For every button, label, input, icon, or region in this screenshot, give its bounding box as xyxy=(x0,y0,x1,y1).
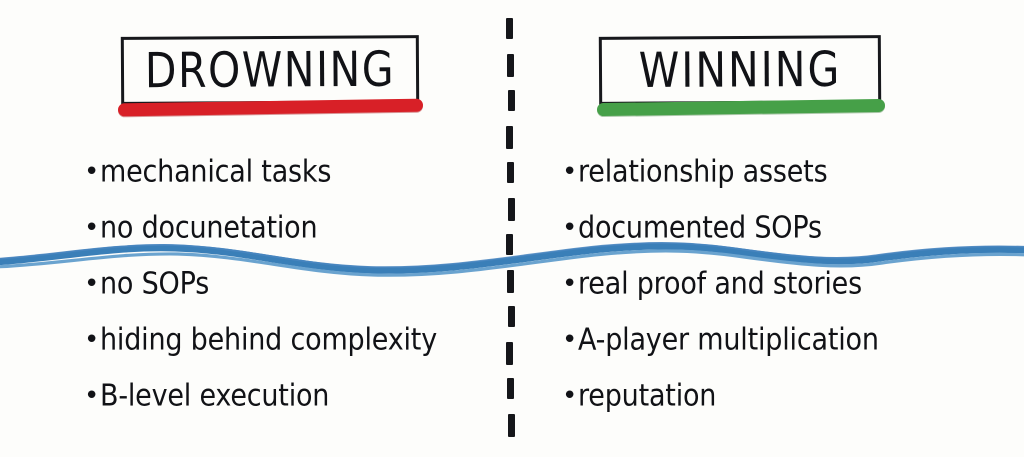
divider-dash xyxy=(506,234,514,255)
list-item: • no docunetation xyxy=(84,210,484,272)
bullet-dot-icon: • xyxy=(562,381,578,411)
divider-dash xyxy=(506,342,514,365)
list-item: • relationship assets xyxy=(562,154,982,216)
list-item-label: relationship assets xyxy=(578,154,828,190)
list-item-label: A-player multiplication xyxy=(578,322,879,358)
bullet-dot-icon: • xyxy=(562,325,578,355)
list-item: • A-player multiplication xyxy=(562,322,982,384)
list-item: • documented SOPs xyxy=(562,210,982,272)
divider-dash xyxy=(507,306,515,327)
heading-box-winning: WINNING xyxy=(598,35,882,105)
divider-dash xyxy=(507,54,514,77)
divider-dash xyxy=(507,414,515,437)
divider-dash xyxy=(507,198,515,221)
bullet-dot-icon: • xyxy=(562,269,578,299)
bullet-dot-icon: • xyxy=(562,157,578,187)
divider-dash xyxy=(507,90,515,111)
list-item: • mechanical tasks xyxy=(84,154,484,216)
divider-dash xyxy=(506,18,514,39)
list-item-label: no SOPs xyxy=(100,266,210,302)
list-item-label: hiding behind complexity xyxy=(100,322,437,358)
list-item: • real proof and stories xyxy=(562,266,982,328)
bullet-list-drowning: • mechanical tasks • no docunetation • n… xyxy=(84,154,484,440)
list-item: • B-level execution xyxy=(84,378,484,440)
vertical-dashed-divider-icon xyxy=(506,18,515,452)
list-item-label: real proof and stories xyxy=(578,266,862,302)
divider-dash xyxy=(507,162,514,183)
list-item-label: B-level execution xyxy=(100,378,330,414)
bullet-dot-icon: • xyxy=(84,157,100,187)
divider-dash xyxy=(507,378,514,399)
list-item: • hiding behind complexity xyxy=(84,322,484,384)
list-item: • no SOPs xyxy=(84,266,484,328)
list-item-label: no docunetation xyxy=(100,210,318,246)
divider-dash xyxy=(506,126,514,149)
page-title-winning: WINNING xyxy=(638,40,842,99)
bullet-list-winning: • relationship assets • documented SOPs … xyxy=(562,154,982,440)
bullet-dot-icon: • xyxy=(84,381,100,411)
bullet-dot-icon: • xyxy=(84,213,100,243)
bullet-dot-icon: • xyxy=(84,325,100,355)
bullet-dot-icon: • xyxy=(84,269,100,299)
list-item-label: reputation xyxy=(578,378,717,414)
list-item: • reputation xyxy=(562,378,982,440)
page-title-drowning: DROWNING xyxy=(144,40,396,99)
heading-box-drowning: DROWNING xyxy=(120,35,420,105)
bullet-dot-icon: • xyxy=(562,213,578,243)
list-item-label: mechanical tasks xyxy=(100,154,332,190)
list-item-label: documented SOPs xyxy=(578,210,822,246)
divider-dash xyxy=(507,270,514,293)
